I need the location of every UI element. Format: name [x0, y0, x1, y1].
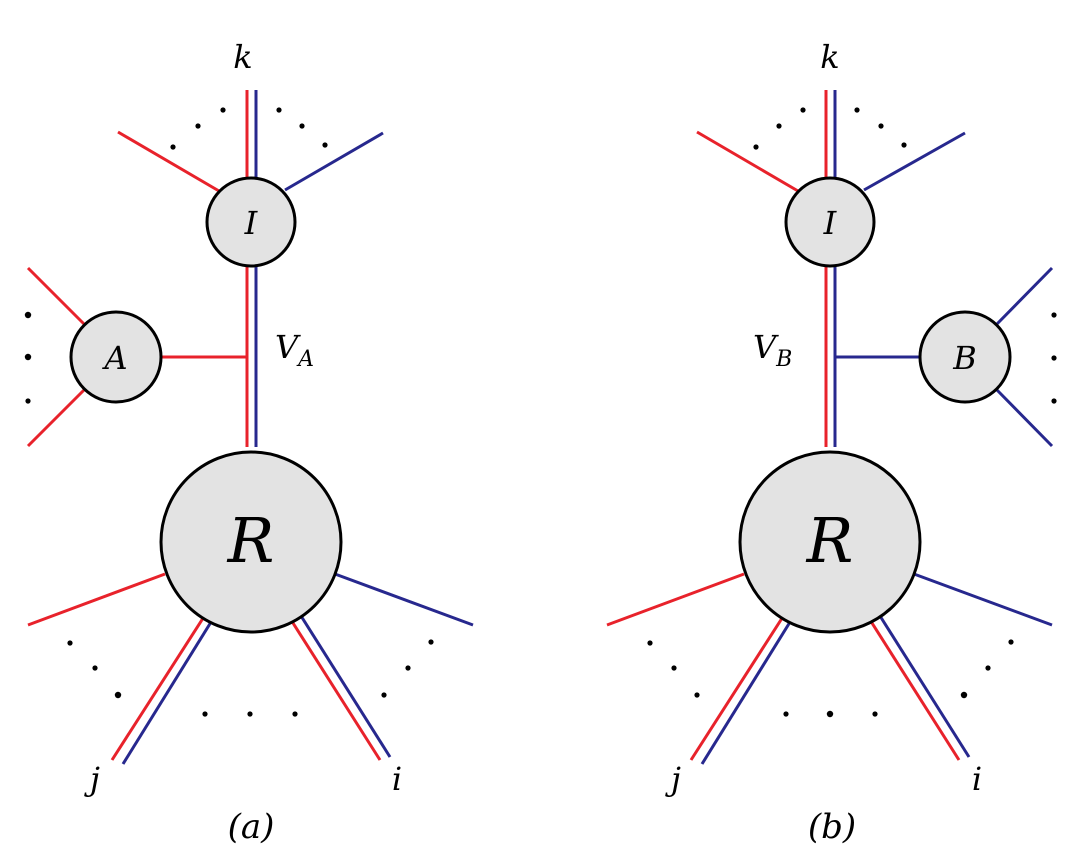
- diagram-b: k I B VB R j i (b): [606, 38, 1057, 847]
- caption-a: (a): [228, 807, 275, 847]
- label-k: k: [820, 38, 839, 76]
- dot: [24, 353, 32, 361]
- j-line-blue: [700, 613, 797, 765]
- i-leg-left-red: [117, 130, 220, 193]
- i-leg-right-blue: [284, 131, 384, 192]
- dot: [1051, 355, 1057, 361]
- dot: [872, 711, 878, 717]
- dot: [67, 640, 73, 646]
- dot: [878, 123, 884, 129]
- dot: [776, 123, 782, 129]
- label-va-sub: A: [296, 347, 314, 372]
- dot: [985, 665, 991, 671]
- label-vb-main: V: [753, 328, 779, 366]
- caption-b: (b): [808, 807, 856, 847]
- dot: [292, 711, 298, 717]
- i-leg-right-blue: [863, 131, 966, 192]
- label-k: k: [233, 38, 252, 76]
- node-i: [784, 176, 876, 268]
- label-va: VA: [275, 328, 314, 372]
- dot: [826, 710, 834, 718]
- j-line-blue: [121, 613, 218, 765]
- dot: [202, 711, 208, 717]
- dot: [1051, 398, 1057, 404]
- node-a: [69, 310, 163, 404]
- j-line-red: [110, 611, 209, 761]
- dot: [671, 665, 677, 671]
- label-vb-sub: B: [775, 347, 792, 372]
- i-line-red: [863, 611, 961, 761]
- dot: [299, 123, 305, 129]
- r-leg-right-blue: [334, 572, 474, 627]
- dot: [195, 123, 201, 129]
- dot: [114, 691, 122, 699]
- dot: [694, 692, 700, 698]
- i-line-blue: [873, 607, 971, 758]
- a-leg-lower-red: [26, 387, 87, 448]
- label-i: i: [972, 760, 982, 798]
- i-leg-left-red: [696, 130, 799, 193]
- dot: [25, 398, 31, 404]
- r-leg-right-blue: [913, 572, 1053, 627]
- i-line-blue: [294, 607, 392, 758]
- dot: [170, 144, 176, 150]
- node-b: [918, 310, 1012, 404]
- r-leg-left-red: [27, 572, 166, 627]
- dot: [783, 711, 789, 717]
- i-line-red: [284, 611, 382, 761]
- dot: [960, 691, 968, 699]
- a-leg-upper-red: [26, 266, 87, 327]
- node-r: [738, 450, 922, 634]
- dot: [647, 640, 653, 646]
- label-r-node: R: [227, 504, 275, 577]
- label-va-main: V: [275, 328, 301, 366]
- dot: [753, 144, 759, 150]
- dot: [92, 665, 98, 671]
- label-a-node: A: [101, 339, 127, 377]
- label-j: j: [84, 760, 100, 798]
- dot: [322, 142, 328, 148]
- label-j: j: [665, 760, 681, 798]
- b-leg-upper-blue: [994, 266, 1054, 327]
- dot: [381, 692, 387, 698]
- b-leg-lower-blue: [994, 387, 1054, 448]
- dot: [901, 142, 907, 148]
- label-vb: VB: [753, 328, 792, 372]
- dot: [428, 639, 434, 645]
- label-i-node: I: [244, 204, 259, 242]
- dot: [854, 107, 860, 113]
- dot: [276, 107, 282, 113]
- dot: [800, 107, 806, 113]
- dot: [24, 311, 32, 319]
- dot: [1051, 312, 1057, 318]
- diagram-a: k I A VA R j i (a): [24, 38, 474, 847]
- dot: [1008, 639, 1014, 645]
- label-i: i: [392, 760, 402, 798]
- j-line-red: [689, 611, 788, 761]
- label-r-node: R: [806, 504, 854, 577]
- dot: [220, 107, 226, 113]
- node-r: [159, 450, 343, 634]
- r-leg-left-red: [606, 572, 745, 627]
- dot: [247, 711, 253, 717]
- label-i-node: I: [823, 204, 838, 242]
- label-b-node: B: [952, 339, 977, 377]
- node-i: [205, 176, 297, 268]
- dot: [405, 665, 411, 671]
